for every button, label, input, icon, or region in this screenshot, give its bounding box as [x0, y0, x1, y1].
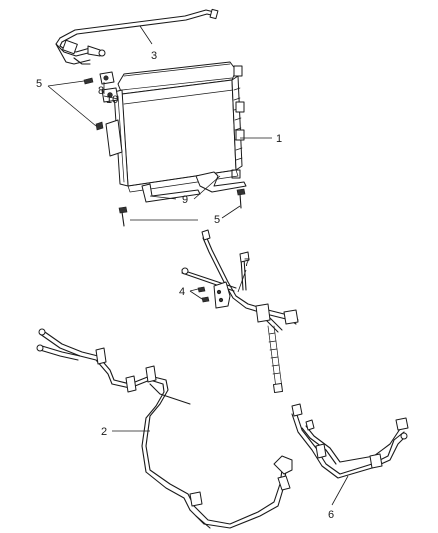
oil-cooler: [105, 61, 245, 193]
callout-4: 4: [179, 286, 185, 298]
callout-5-lower: 5: [214, 214, 220, 226]
bracket-4: [213, 281, 231, 309]
cooler-tube-7: [181, 229, 299, 394]
callout-5-upper: 5: [36, 78, 42, 90]
leader-lines: [47, 25, 349, 506]
callout-9: 9: [182, 194, 188, 206]
cooler-line-2: [36, 328, 293, 529]
cooler-line-6: [291, 403, 409, 479]
callout-6: 6: [328, 509, 334, 521]
cooler-tube-upper: [55, 8, 219, 65]
bolt-4: [197, 286, 210, 303]
callout-3: 3: [151, 50, 157, 62]
callout-10: 10: [106, 94, 118, 106]
callout-8: 8: [98, 85, 104, 97]
callout-2: 2: [101, 426, 107, 438]
callout-7: 7: [244, 257, 250, 269]
bracket-9: [141, 171, 247, 203]
bolt-5-lower-b: [236, 188, 246, 209]
fitting-8: [99, 71, 115, 85]
callout-1: 1: [276, 133, 282, 145]
bolt-5-upper-b: [95, 121, 104, 131]
bolt-5-lower-a: [118, 206, 128, 227]
bolt-5-upper-a: [83, 77, 94, 85]
